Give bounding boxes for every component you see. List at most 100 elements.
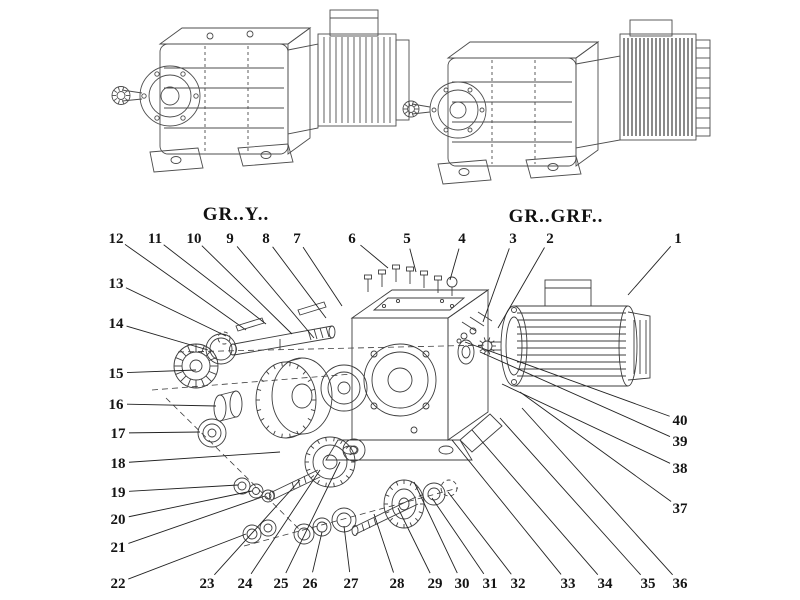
leader-line-35 [499, 417, 641, 576]
leader-line-20 [128, 490, 253, 518]
callout-36: 36 [673, 576, 689, 592]
callout-39: 39 [673, 434, 688, 450]
callout-31: 31 [483, 576, 498, 592]
callout-2: 2 [546, 231, 554, 247]
leader-line-3 [482, 248, 510, 323]
callout-33: 33 [561, 576, 576, 592]
callout-34: 34 [598, 576, 614, 592]
gear-teeth [255, 361, 317, 439]
callout-14: 14 [109, 316, 125, 332]
input-shaft-spline-left [111, 86, 131, 105]
end-plate-lines [696, 47, 710, 129]
leader-line-1 [627, 245, 672, 296]
leader-line-23 [214, 479, 301, 576]
exploded-view [151, 264, 651, 547]
leader-line-13 [125, 287, 227, 337]
leader-line-27 [343, 525, 351, 573]
leader-line-14 [126, 325, 209, 351]
input-shaft-spline-right [402, 100, 420, 118]
callout-29: 29 [428, 576, 443, 592]
callout-3: 3 [509, 231, 517, 247]
leader-line-37 [519, 391, 672, 502]
leader-line-26 [312, 531, 323, 573]
callout-19: 19 [111, 485, 126, 501]
second-stage-gears [233, 436, 366, 503]
callout-6: 6 [348, 231, 356, 247]
motor-assembly [478, 279, 651, 387]
leader-line-36 [521, 407, 673, 576]
callout-5: 5 [403, 231, 411, 247]
leader-line-38 [501, 383, 671, 464]
gear-housing [325, 289, 503, 461]
callout-40: 40 [673, 413, 688, 429]
callout-12: 12 [109, 231, 124, 247]
callout-10: 10 [187, 231, 202, 247]
callout-26: 26 [303, 576, 319, 592]
motor-pinion [478, 337, 496, 355]
leader-line-2 [497, 247, 545, 329]
assembled-view-gr-y [111, 9, 410, 173]
callout-15: 15 [109, 366, 124, 382]
leader-line-7 [302, 246, 343, 307]
model-label-gr-grf: GR..GRF.. [509, 206, 604, 227]
callout-23: 23 [200, 576, 215, 592]
leader-line-8 [272, 246, 327, 319]
callout-37: 37 [673, 501, 689, 517]
callout-20: 20 [111, 512, 126, 528]
leader-line-25 [285, 461, 341, 574]
roller-bearing [173, 343, 219, 389]
callout-35: 35 [641, 576, 656, 592]
model-label-gr-y: GR..Y.. [203, 204, 269, 225]
callout-24: 24 [238, 576, 254, 592]
leader-line-12 [124, 243, 247, 331]
leader-line-18 [128, 451, 281, 463]
callout-25: 25 [274, 576, 289, 592]
leader-line-17 [128, 431, 201, 434]
motor-fins-left [323, 37, 391, 123]
callout-21: 21 [111, 540, 126, 556]
top-fasteners [364, 264, 458, 296]
first-stage-gear [255, 357, 368, 439]
leader-line-30 [413, 481, 458, 574]
leader-line-33 [451, 439, 562, 575]
flange-fasteners [456, 311, 493, 344]
callout-22: 22 [111, 576, 126, 592]
leader-line-10 [201, 245, 293, 335]
leader-line-16 [126, 403, 217, 407]
leader-line-32 [447, 491, 512, 575]
callout-18: 18 [111, 456, 126, 472]
fan-cover-slots [633, 320, 647, 374]
callout-9: 9 [226, 231, 234, 247]
assembled-view-gr-grf [402, 19, 711, 185]
callout-4: 4 [458, 231, 466, 247]
callout-38: 38 [673, 461, 688, 477]
leader-line-34 [471, 429, 599, 575]
callout-7: 7 [293, 231, 301, 247]
callout-11: 11 [148, 231, 162, 247]
leader-line-40 [464, 341, 670, 417]
callout-27: 27 [344, 576, 360, 592]
axis-guides [151, 344, 489, 547]
leader-line-28 [373, 513, 394, 573]
leader-line-31 [431, 497, 485, 575]
callout-16: 16 [109, 397, 125, 413]
leader-line-19 [128, 484, 239, 492]
leader-line-15 [126, 369, 197, 374]
leader-line-29 [397, 507, 431, 574]
leader-line-6 [360, 244, 389, 269]
leader-line-11 [163, 244, 267, 325]
motor-body-fins [517, 312, 626, 377]
callout-28: 28 [390, 576, 405, 592]
leader-line-39 [479, 351, 671, 437]
motor-fins-right [623, 38, 693, 136]
gear-teeth [304, 436, 356, 488]
callout-13: 13 [109, 276, 124, 292]
leader-line-4 [449, 248, 460, 281]
callout-32: 32 [511, 576, 526, 592]
output-shaft-parts [242, 479, 458, 545]
leader-line-22 [128, 533, 247, 580]
leader-line-9 [236, 246, 315, 339]
